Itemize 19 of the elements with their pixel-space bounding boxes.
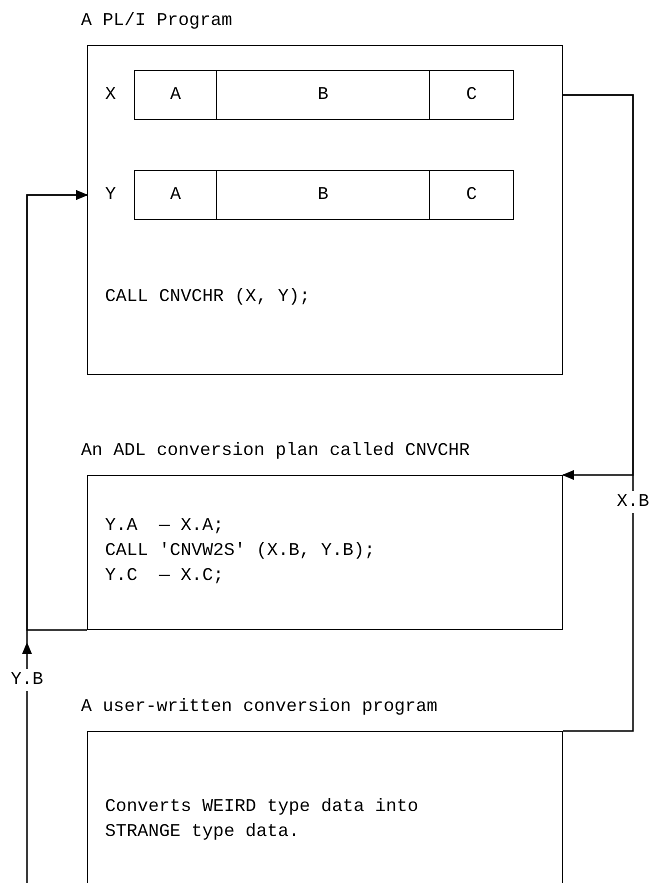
- record-field: A: [134, 70, 217, 120]
- edge-label: X.B: [616, 491, 650, 513]
- code-text: Converts WEIRD type data into STRANGE type data.: [105, 796, 420, 844]
- record-field: A: [134, 170, 217, 220]
- code-text: Y.A — X.A;: [105, 515, 225, 538]
- arrow: [22, 190, 88, 883]
- box-heading: A user-written conversion program: [81, 697, 438, 717]
- record-field: C: [430, 170, 514, 220]
- box-heading: An ADL conversion plan called CNVCHR: [81, 441, 470, 461]
- code-text: CALL 'CNVW2S' (X.B, Y.B);: [105, 540, 376, 563]
- record-name: Y: [105, 184, 116, 207]
- record-field: B: [217, 70, 430, 120]
- code-text: CALL CNVCHR (X, Y);: [105, 286, 312, 309]
- record-field: C: [430, 70, 514, 120]
- code-text: Y.C — X.C;: [105, 565, 225, 588]
- edge-label: Y.B: [10, 669, 44, 691]
- record-name: X: [105, 84, 116, 107]
- record-field: B: [217, 170, 430, 220]
- box-heading: A PL/I Program: [81, 11, 232, 31]
